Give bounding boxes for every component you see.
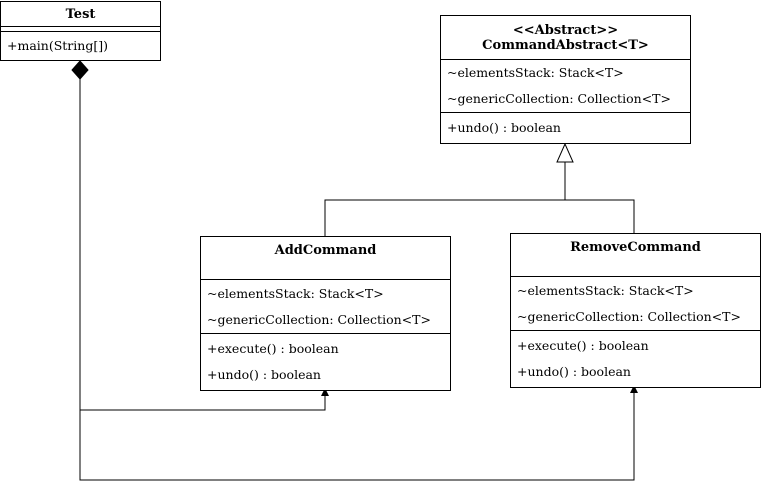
attributes-section: ~elementsStack: Stack<T> ~genericCollect… [441,59,690,112]
attribute: ~genericCollection: Collection<T> [447,91,671,106]
method: +execute() : boolean [517,338,649,353]
class-name: AddCommand [274,243,377,258]
generalization-line-add [324,162,566,236]
class-name: RemoveCommand [570,240,701,255]
arrow-head-add-icon [321,388,329,396]
methods-section: +execute() : boolean +undo() : boolean [511,330,760,385]
class-name: Test [65,7,96,22]
attribute: ~elementsStack: Stack<T> [517,283,694,298]
association-line-remove [79,390,635,481]
attribute: ~genericCollection: Collection<T> [207,312,431,327]
inheritance-arrow-icon [556,142,574,163]
arrow-head-remove-icon [630,385,638,393]
association-line-add [79,79,326,411]
composition-diamond-icon [71,60,89,80]
attributes-section: ~elementsStack: Stack<T> ~genericCollect… [201,279,450,333]
attribute: ~elementsStack: Stack<T> [207,286,384,301]
attribute: ~elementsStack: Stack<T> [447,65,624,80]
attributes-section: ~elementsStack: Stack<T> ~genericCollect… [511,276,760,330]
class-add-command[interactable]: AddCommand ~elementsStack: Stack<T> ~gen… [200,236,451,391]
method: +undo() : boolean [517,364,631,379]
methods-section: +undo() : boolean [441,112,690,141]
class-header: <<Abstract>> CommandAbstract<T> [441,16,690,59]
methods-section: +main(String[]) [1,31,160,60]
method: +undo() : boolean [207,367,321,382]
class-command-abstract[interactable]: <<Abstract>> CommandAbstract<T> ~element… [440,15,691,144]
class-remove-command[interactable]: RemoveCommand ~elementsStack: Stack<T> ~… [510,233,761,388]
attribute: ~genericCollection: Collection<T> [517,309,741,324]
stereotype-label: <<Abstract>> [512,23,619,38]
method: +undo() : boolean [447,120,561,135]
class-test[interactable]: Test +main(String[]) [0,1,161,61]
methods-section: +execute() : boolean +undo() : boolean [201,333,450,388]
class-name: CommandAbstract<T> [482,38,649,53]
method: +execute() : boolean [207,341,339,356]
method: +main(String[]) [7,38,108,53]
generalization-line-remove [565,199,635,233]
